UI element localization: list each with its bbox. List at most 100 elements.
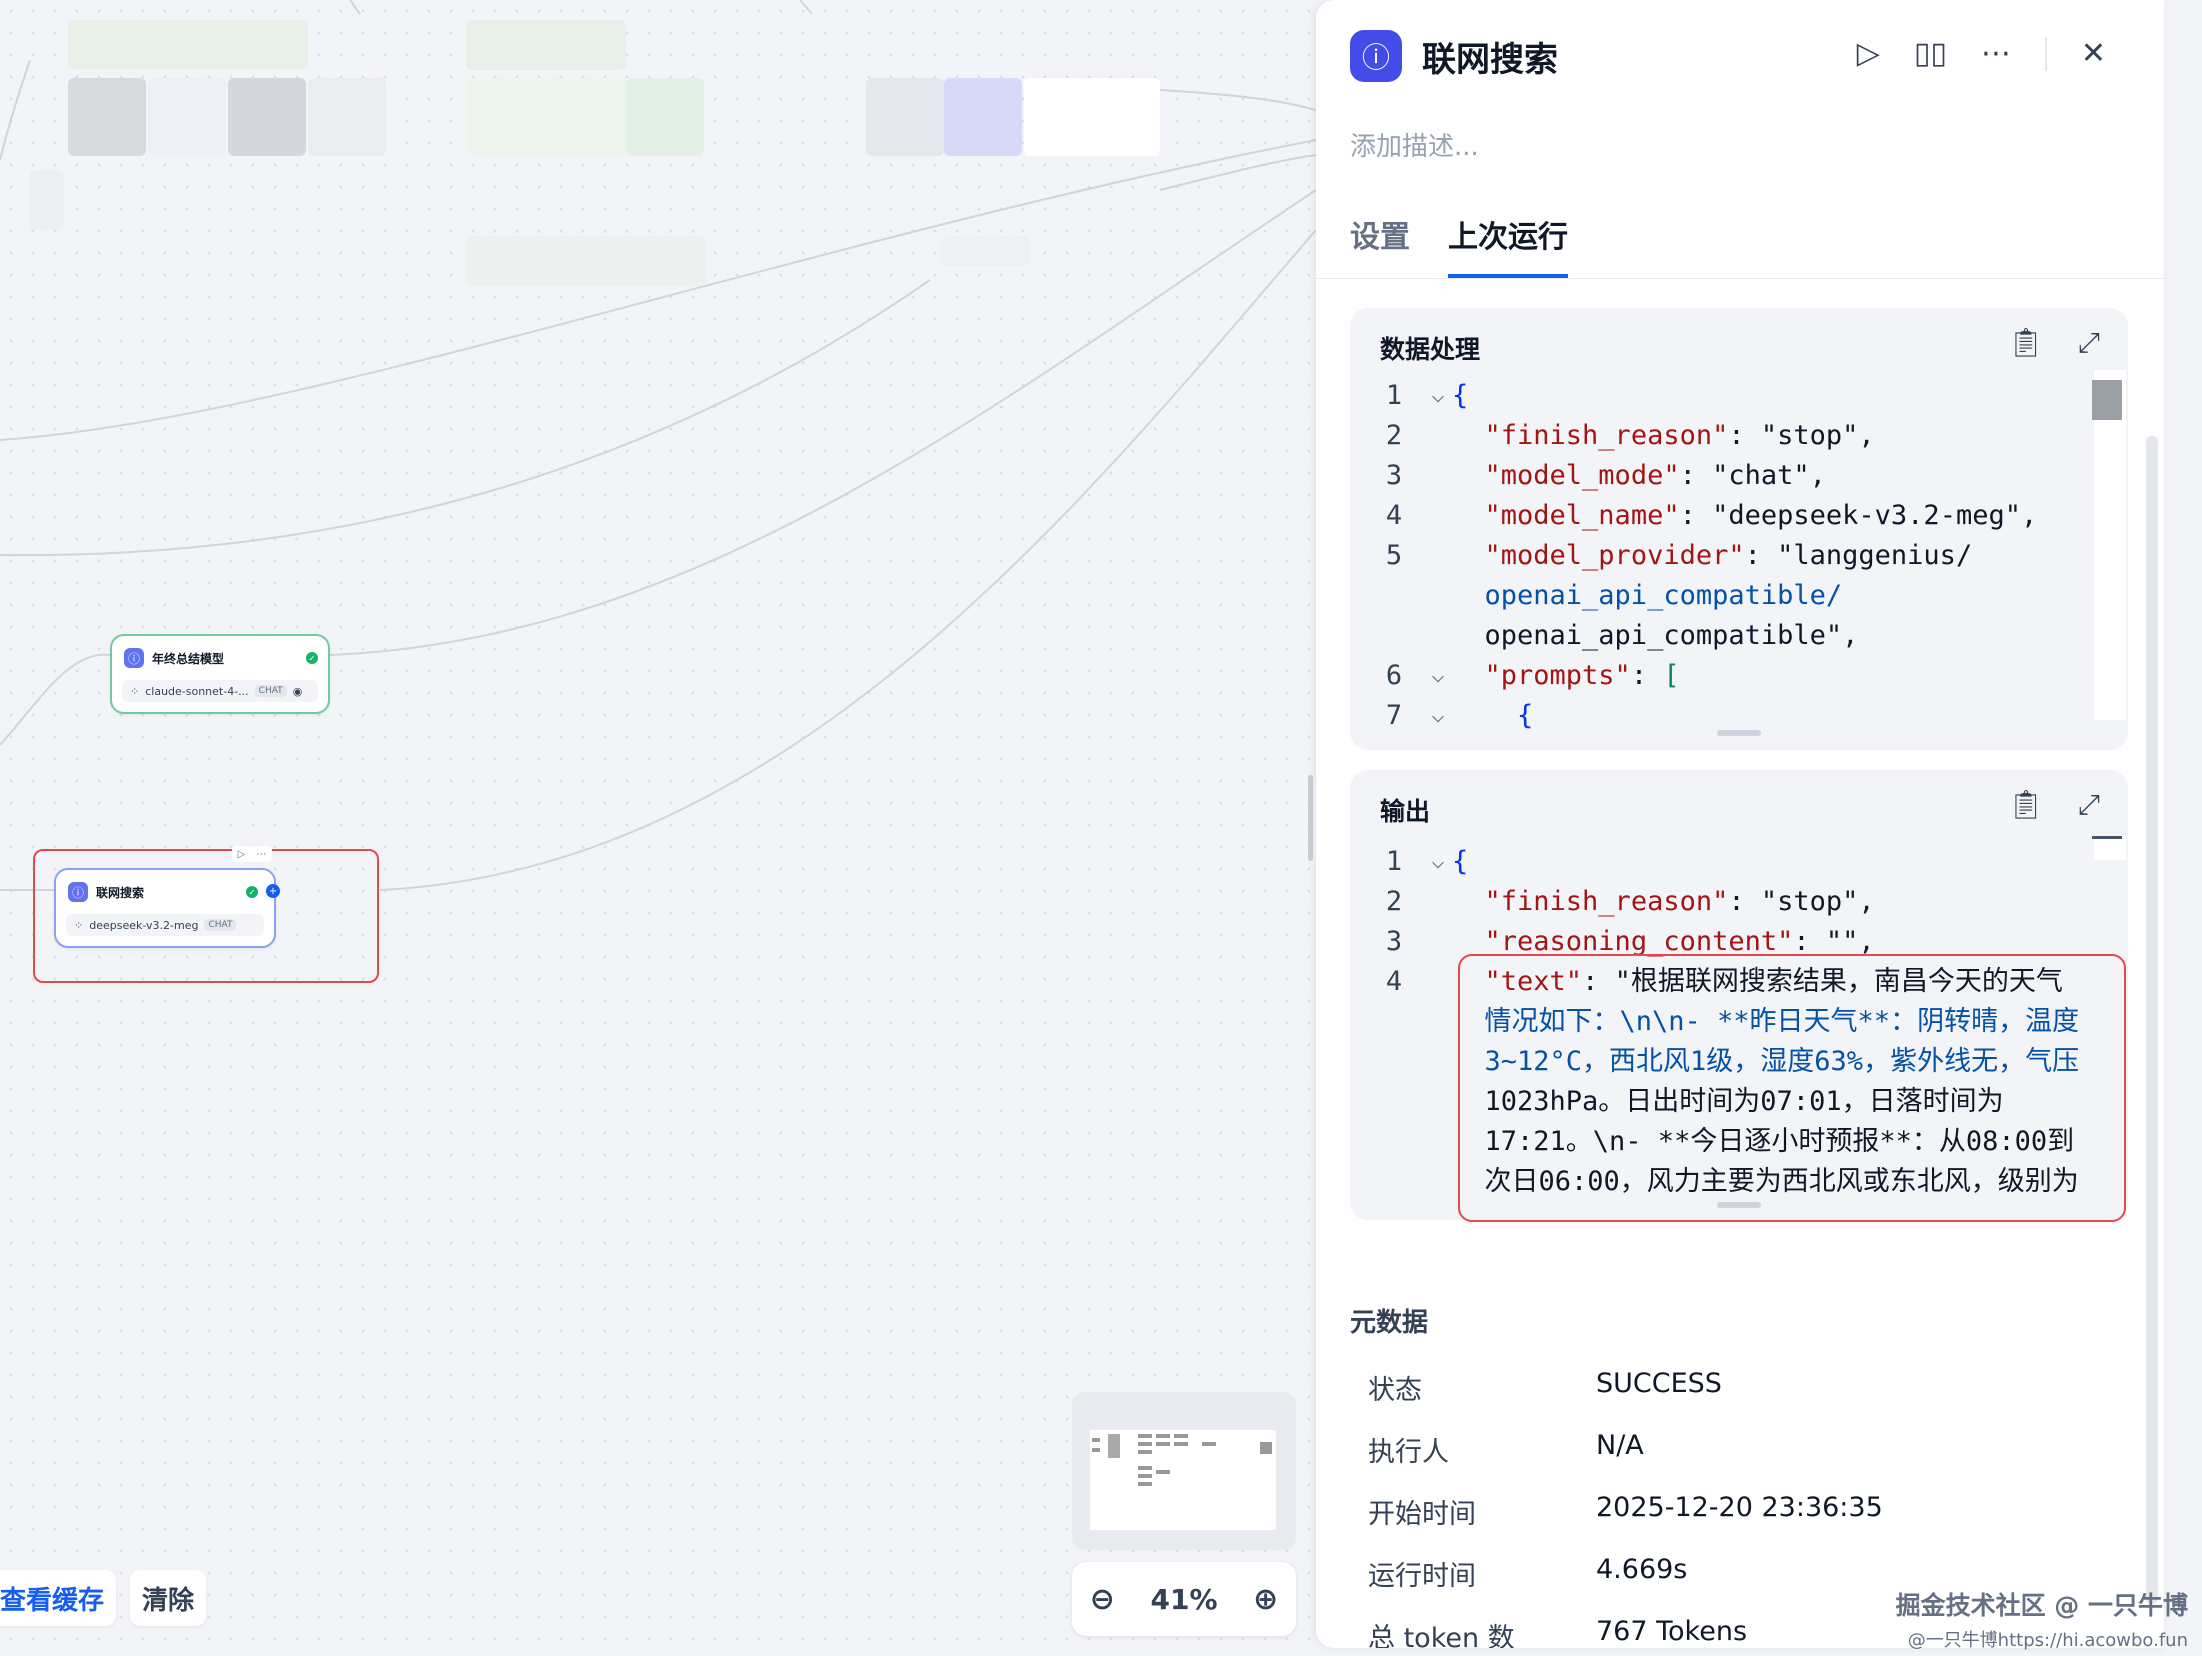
- metadata-row: 状态 SUCCESS: [1368, 1368, 1722, 1406]
- code-line: 1⌵{: [1350, 842, 2128, 882]
- blurred-region: [626, 78, 704, 156]
- zoom-out-icon[interactable]: ⊖: [1089, 1581, 1115, 1617]
- scroll-thumb[interactable]: [2092, 836, 2122, 839]
- toolbar-divider: [2044, 36, 2047, 71]
- blurred-region: [866, 78, 944, 156]
- panel-title[interactable]: 联网搜索: [1422, 39, 1558, 80]
- code-text: "model_name": "deepseek-v3.2-meg",: [1484, 500, 2038, 531]
- llm-node-icon: ⓘ: [1350, 30, 1402, 82]
- code-line: 7⌵ {: [1350, 696, 2128, 736]
- code-text: "prompts": [: [1484, 660, 1680, 691]
- code-line: 6⌵ "prompts": [: [1350, 656, 2128, 696]
- more-icon[interactable]: ⋯: [256, 848, 267, 860]
- add-next-node-handle[interactable]: +: [266, 884, 280, 898]
- panel-header: ⓘ 联网搜索: [1350, 30, 1558, 82]
- book-icon[interactable]: ▯▯: [1913, 36, 1947, 71]
- clipboard-icon[interactable]: 📋︎: [2008, 788, 2044, 821]
- data-processing-box: 数据处理 📋︎ ⤢ 1⌵{2 "finish_reason": "stop",3…: [1350, 308, 2128, 750]
- fold-chevron-icon[interactable]: ⌵: [1431, 383, 1445, 408]
- code-text: "finish_reason": "stop",: [1484, 420, 1875, 451]
- metadata-row: 运行时间 4.669s: [1368, 1554, 1688, 1592]
- workflow-node-web-search[interactable]: ⓘ 联网搜索 ✓ ⁘ deepseek-v3.2-meg CHAT: [54, 868, 276, 948]
- resize-grip[interactable]: [1717, 730, 1761, 736]
- section-title: 输出: [1380, 797, 1431, 826]
- metadata-row: 执行人 N/A: [1368, 1430, 1644, 1468]
- model-icon: ⁘: [130, 684, 140, 698]
- node-title: 联网搜索: [96, 885, 145, 900]
- blurred-region: [68, 78, 146, 156]
- blurred-region: [944, 78, 1022, 156]
- more-icon[interactable]: ⋯: [1980, 36, 2011, 71]
- zoom-control: ⊖ 41% ⊕: [1072, 1562, 1296, 1636]
- code-line: 2 "finish_reason": "stop",: [1350, 416, 2128, 456]
- code-line: 2 "finish_reason": "stop",: [1350, 882, 2128, 922]
- model-mode-tag: CHAT: [254, 685, 287, 697]
- minimap[interactable]: [1072, 1392, 1296, 1550]
- close-icon[interactable]: ✕: [2080, 36, 2106, 71]
- tab-last-run[interactable]: 上次运行: [1448, 212, 1568, 278]
- success-check-icon: ✓: [246, 886, 258, 898]
- resize-grip[interactable]: [1717, 1202, 1761, 1208]
- code-line: 4 "model_name": "deepseek-v3.2-meg",: [1350, 496, 2128, 536]
- description-input[interactable]: 添加描述...: [1350, 132, 1479, 162]
- code-text: openai_api_compatible",: [1452, 620, 1859, 651]
- line-number: 2: [1385, 886, 1403, 917]
- code-scrollbar[interactable]: [2092, 836, 2126, 860]
- scroll-thumb[interactable]: [2092, 380, 2122, 420]
- code-line: openai_api_compatible",: [1350, 616, 2128, 656]
- expand-icon[interactable]: ⤢: [2077, 788, 2100, 821]
- model-mode-tag: CHAT: [204, 919, 237, 931]
- run-icon[interactable]: ▷: [1856, 36, 1880, 71]
- metadata-row: 总 token 数 767 Tokens: [1368, 1616, 1748, 1648]
- blurred-region: [308, 78, 386, 156]
- zoom-in-icon[interactable]: ⊕: [1253, 1581, 1279, 1617]
- workflow-canvas[interactable]: ⓘ 年终总结模型 ✓ ⁘ claude-sonnet-4-... CHAT ◉ …: [0, 0, 1316, 1656]
- cache-actions: 查看缓存 清除: [0, 1570, 207, 1626]
- code-line: 3~12°C，西北风1级，湿度63%，紫外线无，气压: [1350, 1042, 2128, 1082]
- panel-resize-handle[interactable]: [1308, 775, 1313, 861]
- code-text: 次日06:00，风力主要为西北风或东北风，级别为: [1452, 1166, 2079, 1197]
- line-number: 7: [1385, 700, 1403, 731]
- panel-scrollbar[interactable]: [2146, 436, 2158, 1604]
- run-node-icon[interactable]: ▷: [237, 848, 246, 860]
- code-text: "text": "根据联网搜索结果，南昌今天的天气: [1484, 966, 2063, 997]
- code-line: 次日06:00，风力主要为西北风或东北风，级别为: [1350, 1162, 2128, 1202]
- line-number: 4: [1385, 966, 1403, 997]
- code-line: 5 "model_provider": "langgenius/: [1350, 536, 2128, 576]
- text-highlight-box: [1458, 954, 2126, 1222]
- tab-settings[interactable]: 设置: [1350, 220, 1410, 255]
- code-scrollbar[interactable]: [2092, 370, 2126, 720]
- minimap-viewport: [1090, 1430, 1276, 1530]
- eye-icon: ◉: [292, 684, 303, 698]
- line-number: 5: [1385, 540, 1403, 571]
- fold-chevron-icon[interactable]: ⌵: [1431, 663, 1445, 688]
- node-model-chip: ⁘ claude-sonnet-4-... CHAT ◉: [122, 680, 318, 702]
- clipboard-icon[interactable]: 📋︎: [2008, 326, 2044, 359]
- blurred-region: [466, 236, 706, 286]
- code-text: "reasoning_content": "",: [1484, 926, 1875, 957]
- workflow-node-year-summary[interactable]: ⓘ 年终总结模型 ✓ ⁘ claude-sonnet-4-... CHAT ◉: [110, 634, 330, 714]
- clear-cache-button[interactable]: 清除: [130, 1570, 207, 1626]
- zoom-level[interactable]: 41%: [1150, 1582, 1218, 1616]
- fold-chevron-icon[interactable]: ⌵: [1431, 849, 1445, 874]
- node-detail-panel: ⓘ 联网搜索 ▷ ▯▯ ⋯ ✕ 添加描述... 设置 上次运行 数据处理 📋︎ …: [1316, 0, 2164, 1648]
- line-number: 1: [1385, 846, 1403, 877]
- blurred-region: [148, 78, 226, 156]
- code-line: 17:21。\n- **今日逐小时预报**：从08:00到: [1350, 1122, 2128, 1162]
- metadata-title: 元数据: [1350, 1308, 1429, 1338]
- node-model-name: deepseek-v3.2-meg: [89, 918, 199, 932]
- blurred-region: [466, 78, 626, 156]
- fold-chevron-icon[interactable]: ⌵: [1431, 703, 1445, 728]
- code-text: "model_provider": "langgenius/: [1484, 540, 1973, 571]
- node-mini-toolbar[interactable]: ▷⋯: [232, 846, 272, 862]
- line-number: 4: [1385, 500, 1403, 531]
- status-value: SUCCESS: [1596, 1368, 1722, 1399]
- code-viewer[interactable]: 1⌵{2 "finish_reason": "stop",3 "model_mo…: [1350, 376, 2128, 750]
- code-viewer[interactable]: 1⌵{2 "finish_reason": "stop",3 "reasonin…: [1350, 842, 2128, 1220]
- view-cache-button[interactable]: 查看缓存: [0, 1570, 117, 1626]
- expand-icon[interactable]: ⤢: [2077, 326, 2100, 359]
- panel-toolbar: ▷ ▯▯ ⋯ ✕: [1857, 36, 2106, 71]
- blurred-region: [1024, 78, 1160, 156]
- node-title: 年终总结模型: [152, 651, 225, 666]
- line-number: 3: [1385, 926, 1403, 957]
